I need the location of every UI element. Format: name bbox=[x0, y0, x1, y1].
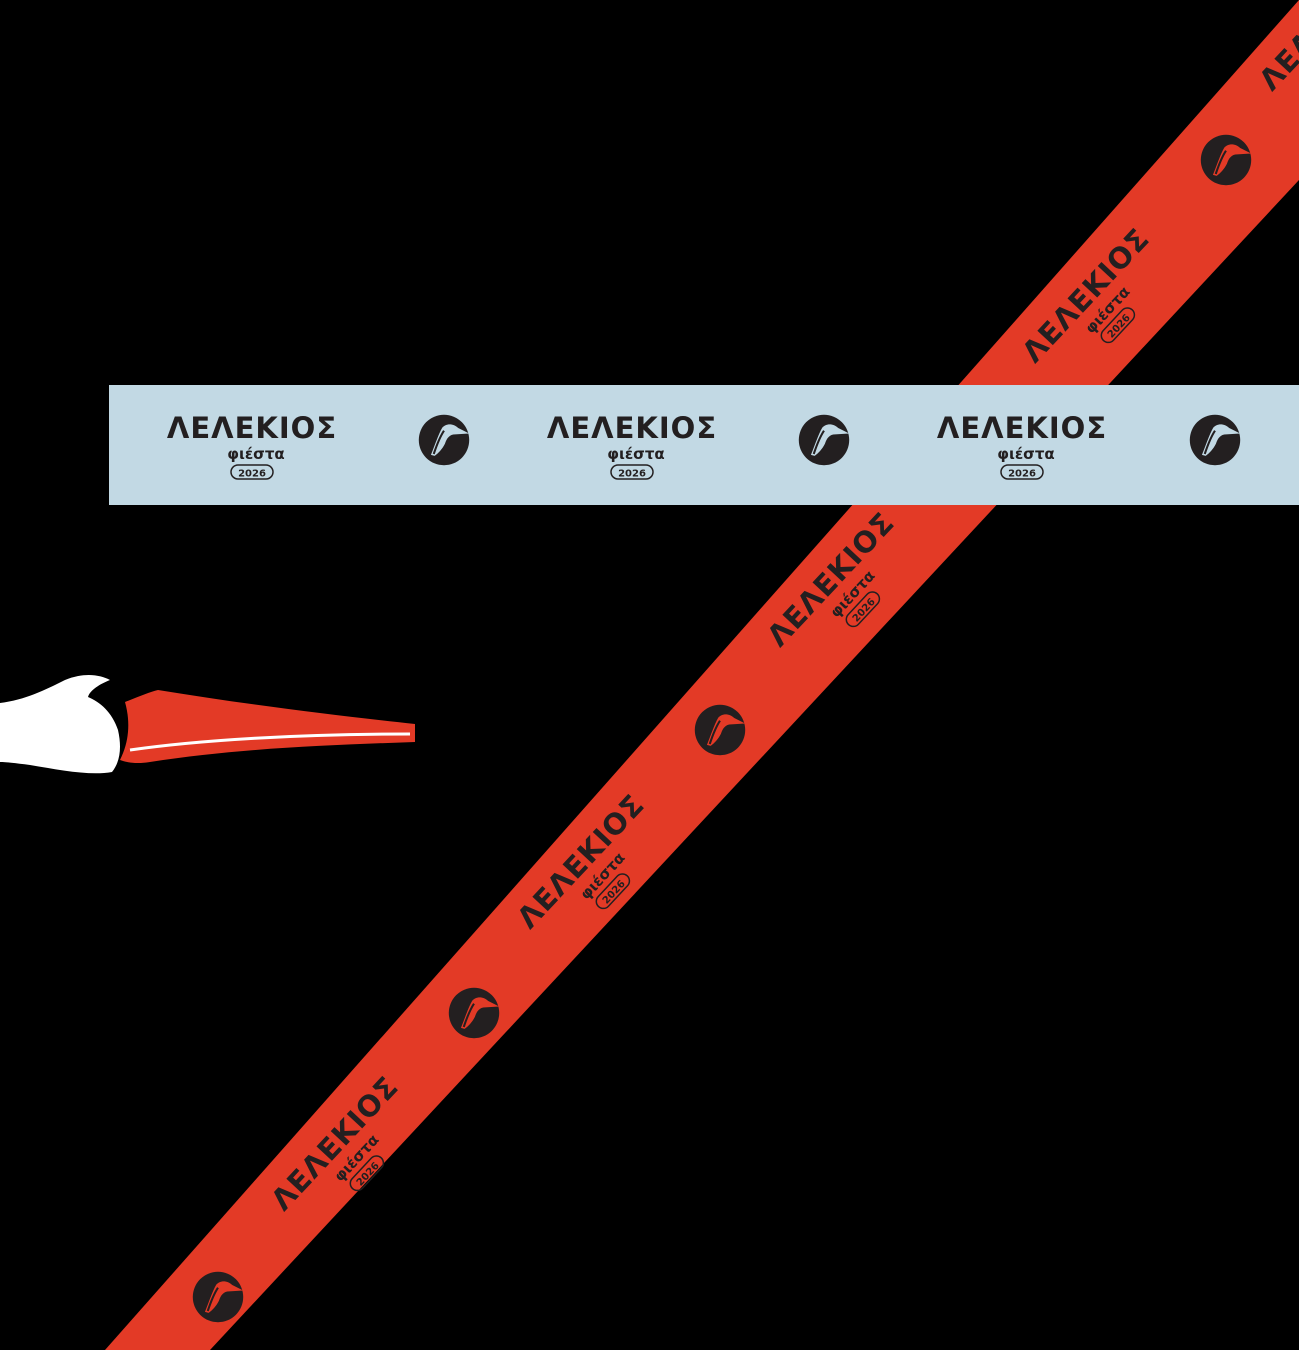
blue-ribbon-items: ΛΕΛΕΚΙΟΣφιέστα2026ΛΕΛΕΚΙΟΣφιέστα2026ΛΕΛΕ… bbox=[167, 411, 1242, 480]
stork-beak-line bbox=[129, 732, 411, 752]
brand-year: 2026 bbox=[1008, 469, 1036, 480]
stork-logo-mark-icon bbox=[447, 986, 501, 1040]
brand-year: 2026 bbox=[618, 469, 646, 480]
brand-tagline: φιέστα bbox=[227, 445, 285, 463]
stork-eye-patch bbox=[105, 683, 131, 770]
stork-logo-mark-icon bbox=[693, 703, 747, 757]
brand-name: ΛΕΛΕΚΙΟΣ bbox=[547, 411, 717, 445]
year-badge bbox=[1100, 307, 1136, 344]
stork-head bbox=[0, 675, 120, 774]
stork-logo-mark-icon bbox=[191, 1270, 245, 1324]
brand-tagline: φιέστα bbox=[997, 445, 1055, 463]
blue-ribbon-band bbox=[109, 385, 1299, 505]
year-badge bbox=[610, 464, 654, 480]
stork-logo-mark-icon bbox=[797, 413, 851, 467]
stork-beak bbox=[120, 690, 415, 764]
brand-year: 2026 bbox=[238, 469, 266, 480]
stork-logo-mark-icon bbox=[1188, 413, 1242, 467]
year-badge bbox=[1000, 464, 1044, 480]
year-badge bbox=[845, 591, 881, 628]
stork-logo-mark-icon bbox=[1199, 133, 1253, 187]
brand-name: ΛΕΛΕΚΙΟΣ bbox=[167, 411, 337, 445]
year-badge bbox=[349, 1155, 385, 1192]
brand-name: ΛΕΛΕΚΙΟΣ bbox=[937, 411, 1107, 445]
stork-logo-mark-icon bbox=[417, 413, 471, 467]
blue-ribbon: ΛΕΛΕΚΙΟΣφιέστα2026ΛΕΛΕΚΙΟΣφιέστα2026ΛΕΛΕ… bbox=[109, 385, 1299, 505]
brand-tagline: φιέστα bbox=[607, 445, 665, 463]
red-ribbon-band bbox=[105, 0, 1299, 1350]
year-badge bbox=[230, 464, 274, 480]
year-badge bbox=[595, 873, 631, 910]
red-ribbon: ΛΕΛΕΚΙΟΣφιέστα2026ΛΕΛΕΚΙΟΣφιέστα2026ΛΕΛΕ… bbox=[105, 0, 1299, 1350]
stork-head-illustration bbox=[0, 675, 415, 774]
